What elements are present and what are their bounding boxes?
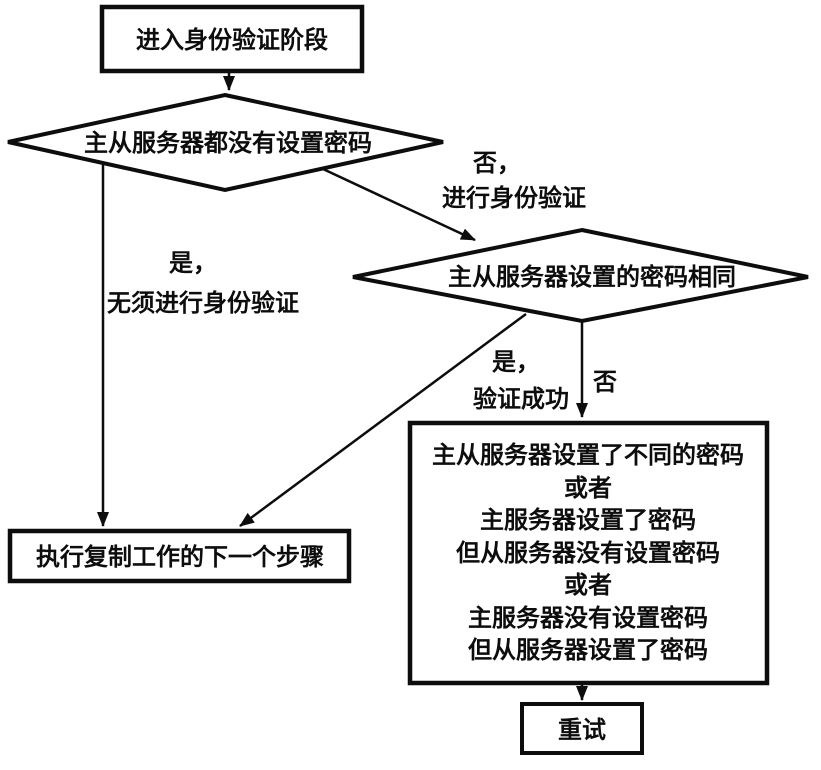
password-mismatch-line: 或者: [564, 474, 612, 502]
password-mismatch-line: 但从服务器没有设置密码: [456, 539, 720, 567]
decision2-node: [352, 227, 809, 324]
retry-node-label: 重试: [558, 716, 606, 744]
decision1-node: [7, 92, 444, 193]
password-mismatch-line: 主服务器设置了密码: [480, 506, 696, 534]
edge-label-yes-skip-auth: 无须进行身份验证: [107, 289, 299, 317]
next-step-node-label: 执行复制工作的下一个步骤: [36, 543, 324, 571]
edge-label-no-do-auth: 进行身份验证: [442, 184, 586, 212]
password-mismatch-line: 或者: [564, 571, 612, 599]
next-step-node: [7, 528, 352, 584]
edge-decision1-no-to-decision2: [322, 167, 476, 242]
edge-label-no-do-auth: 否，: [472, 149, 521, 177]
edge-decision2-yes-to-nextstep: [239, 312, 527, 528]
edge-label-yes-skip-auth: 是，: [169, 249, 217, 277]
password-mismatch-line: 主从服务器设置了不同的密码: [432, 441, 744, 469]
start-node: [99, 4, 365, 74]
start-node-label: 进入身份验证阶段: [136, 26, 328, 54]
password-mismatch-line: 但从服务器设置了密码: [468, 636, 708, 664]
password-mismatch-line: 主服务器没有设置密码: [468, 604, 708, 632]
edge-label-yes-auth-success: 验证成功: [473, 385, 569, 413]
decision2-node-label: 主从服务器设置的密码相同: [448, 263, 736, 291]
edge-label-no-mismatch: 否: [592, 368, 617, 396]
retry-node: [520, 702, 644, 755]
edge-label-yes-auth-success: 是，: [492, 348, 540, 376]
password-mismatch-node: [407, 420, 770, 686]
decision1-node-label: 主从服务器都没有设置密码: [84, 129, 372, 157]
